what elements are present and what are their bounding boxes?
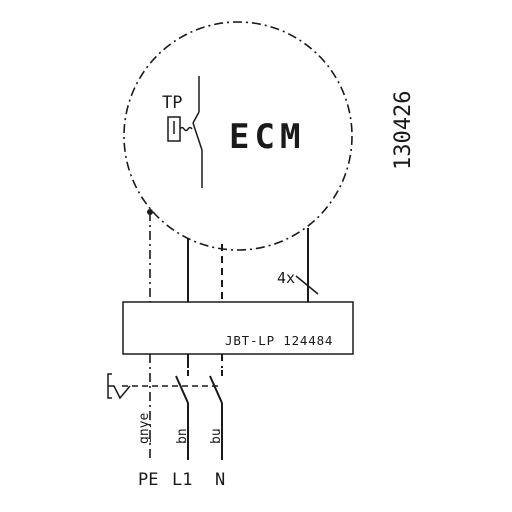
motor-housing-outline [123,21,353,251]
cable-count-label: 4x [277,269,295,287]
isolator-switch [107,370,223,460]
terminal-box-label: JBT-LP 124484 [225,333,333,348]
cable-count-slash [295,275,319,295]
thermal-protector-label: TP [162,93,182,113]
manual-operator-symbol [107,373,131,400]
motor-label: ECM [229,117,305,157]
n-switch-blade [209,375,223,404]
terminal-n: N [215,470,225,490]
n-wire-color: bu [209,428,224,444]
terminal-l1: L1 [172,470,192,490]
l1-wire-color: bn [175,428,190,444]
thermal-protector: TP [162,76,203,188]
drawing-number: 130426 [391,91,416,170]
terminal-pe: PE [138,470,158,490]
pe-wire-color: gnye [137,413,152,444]
terminal-box [122,301,354,355]
l1-switch-blade [175,375,189,404]
